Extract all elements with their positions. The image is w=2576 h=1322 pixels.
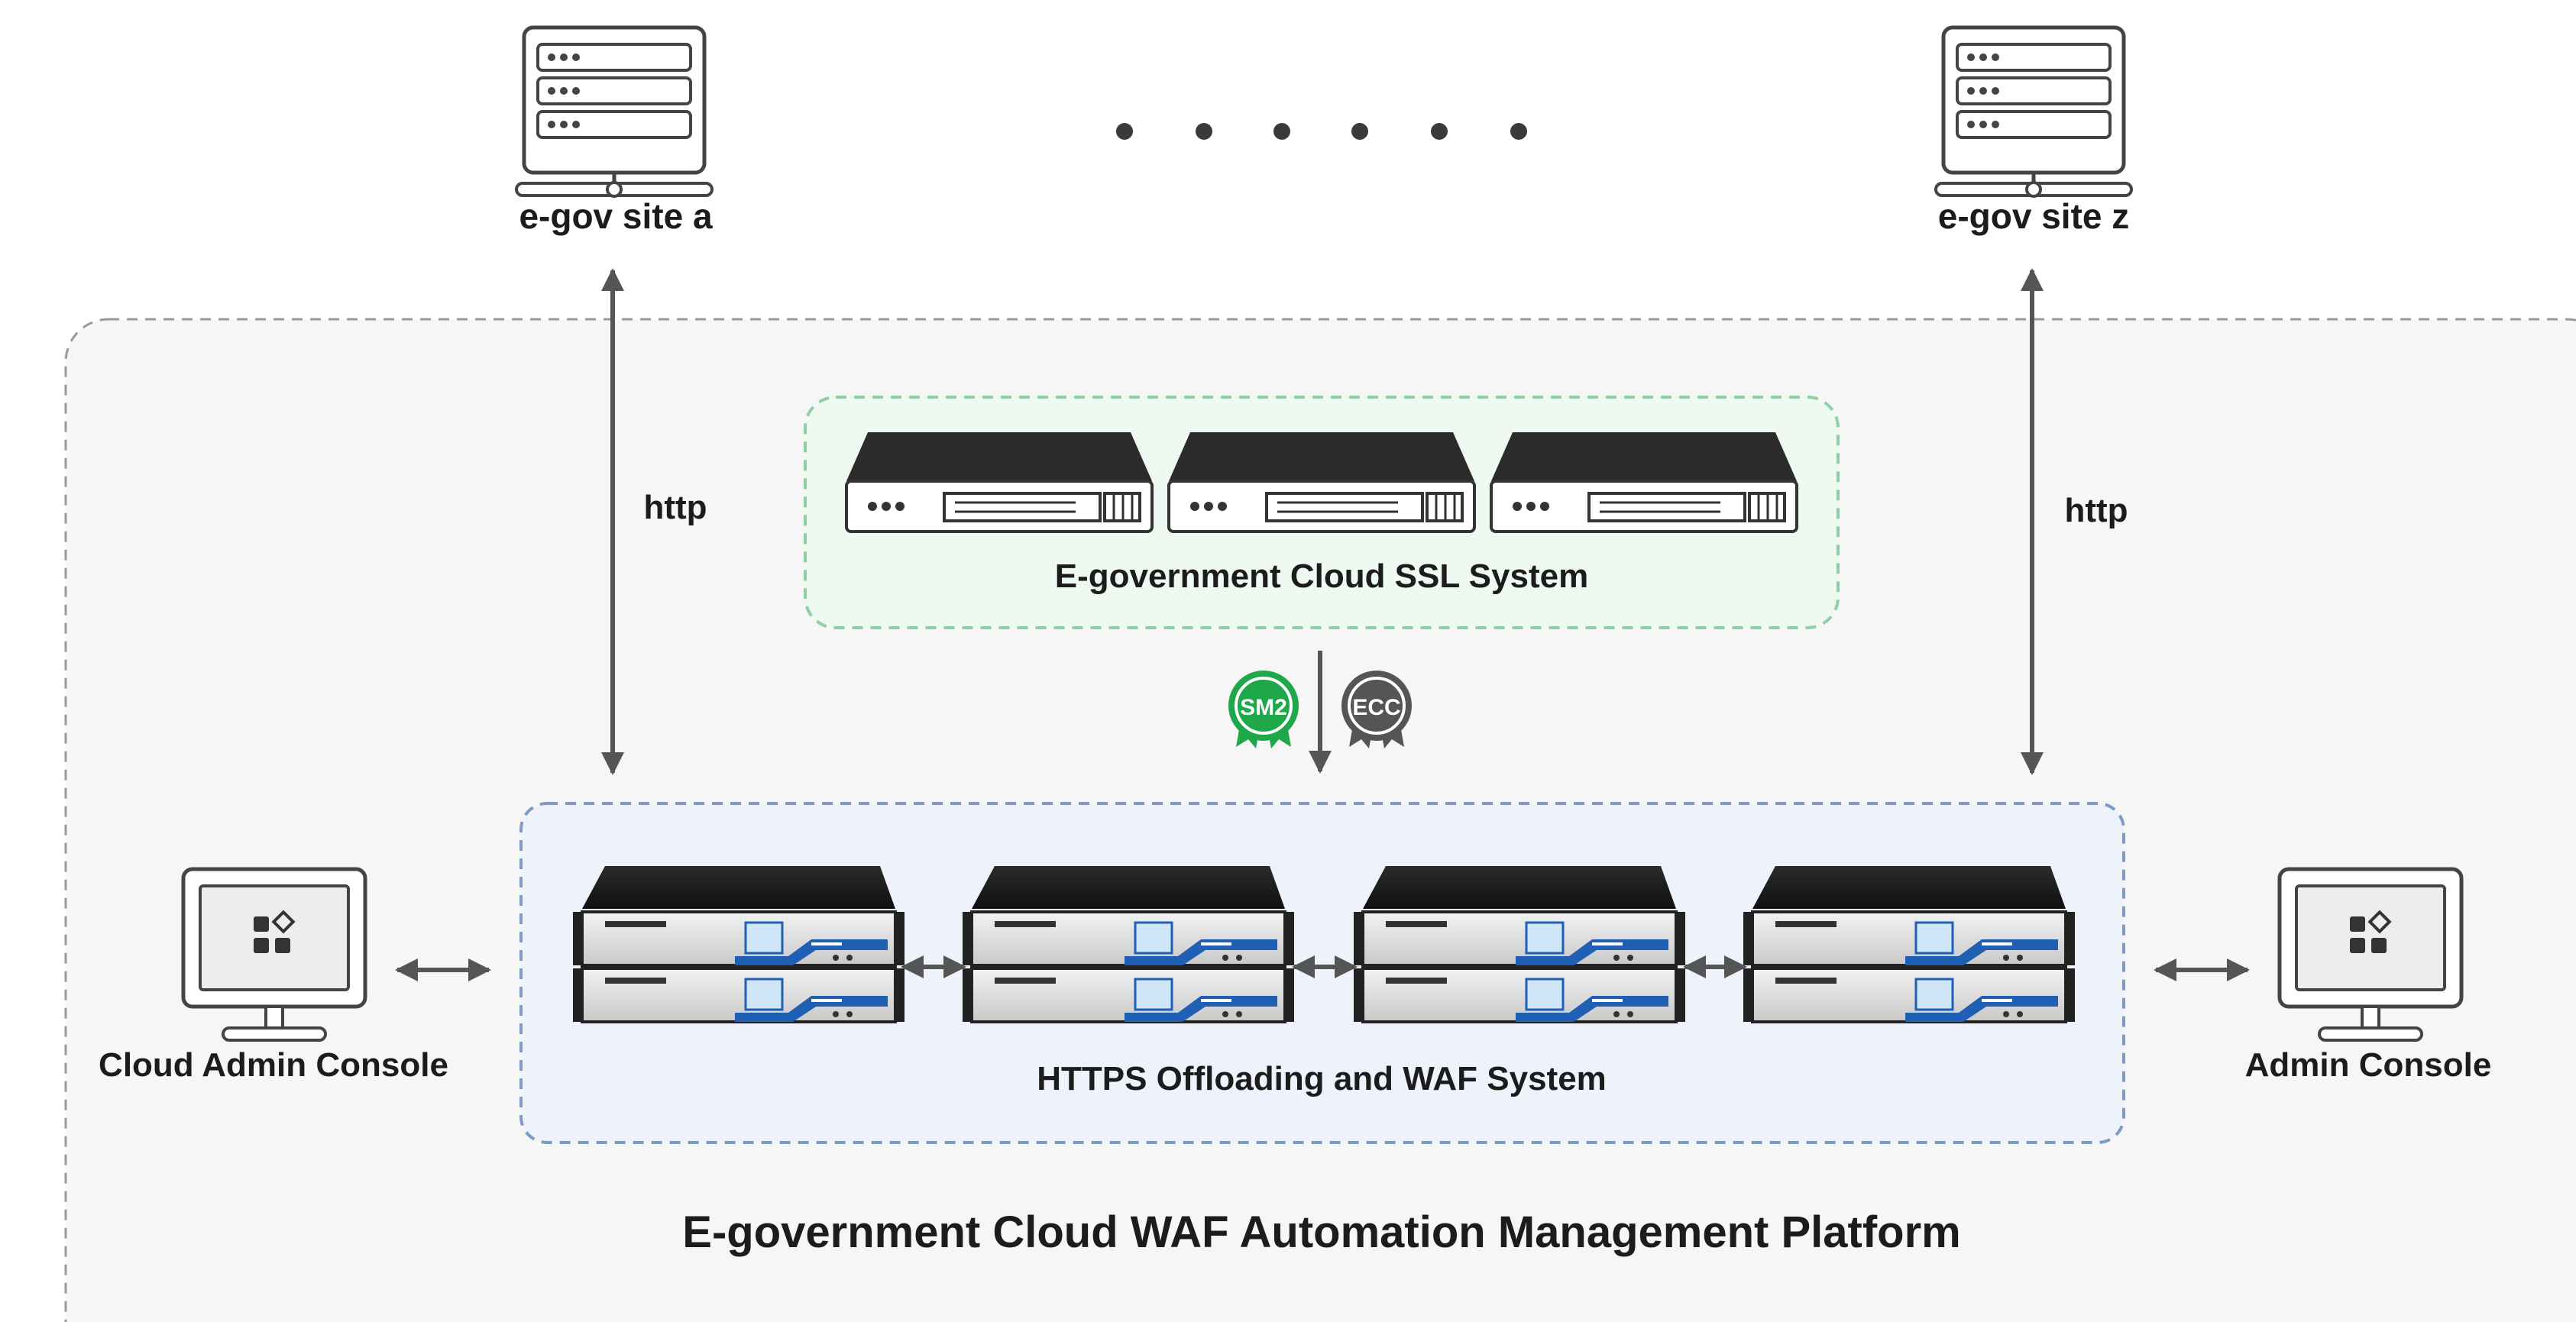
ssl-appliance-2 [1167, 431, 1476, 533]
waf-device-2 [963, 866, 1294, 1022]
waf-device-3 [1354, 866, 1685, 1022]
left-http-label: http [643, 489, 707, 526]
ssl-system-label: E-government Cloud SSL System [1054, 558, 1589, 595]
site-z-label: e-gov site z [1937, 196, 2130, 236]
ellipsis-dots [1116, 123, 1527, 140]
sm2-badge-text: SM2 [1240, 695, 1287, 720]
right-http-label: http [2064, 492, 2128, 529]
waf-system-label: HTTPS Offloading and WAF System [1037, 1060, 1607, 1097]
ecc-badge-text: ECC [1352, 695, 1400, 720]
sm2-badge: SM2 [1228, 671, 1299, 748]
ssl-appliance-3 [1490, 431, 1798, 533]
admin-console-label: Admin Console [2244, 1046, 2492, 1084]
site-z-server-icon [1936, 27, 2131, 196]
ecc-badge: ECC [1341, 671, 1412, 748]
site-a-server-icon [516, 27, 712, 196]
platform-title: E-government Cloud WAF Automation Manage… [682, 1207, 1961, 1257]
waf-device-4 [1743, 866, 2075, 1022]
cloud-admin-console-label: Cloud Admin Console [99, 1046, 448, 1084]
waf-device-1 [573, 866, 905, 1022]
ssl-appliance-1 [845, 431, 1154, 533]
site-a-label: e-gov site a [519, 196, 713, 236]
